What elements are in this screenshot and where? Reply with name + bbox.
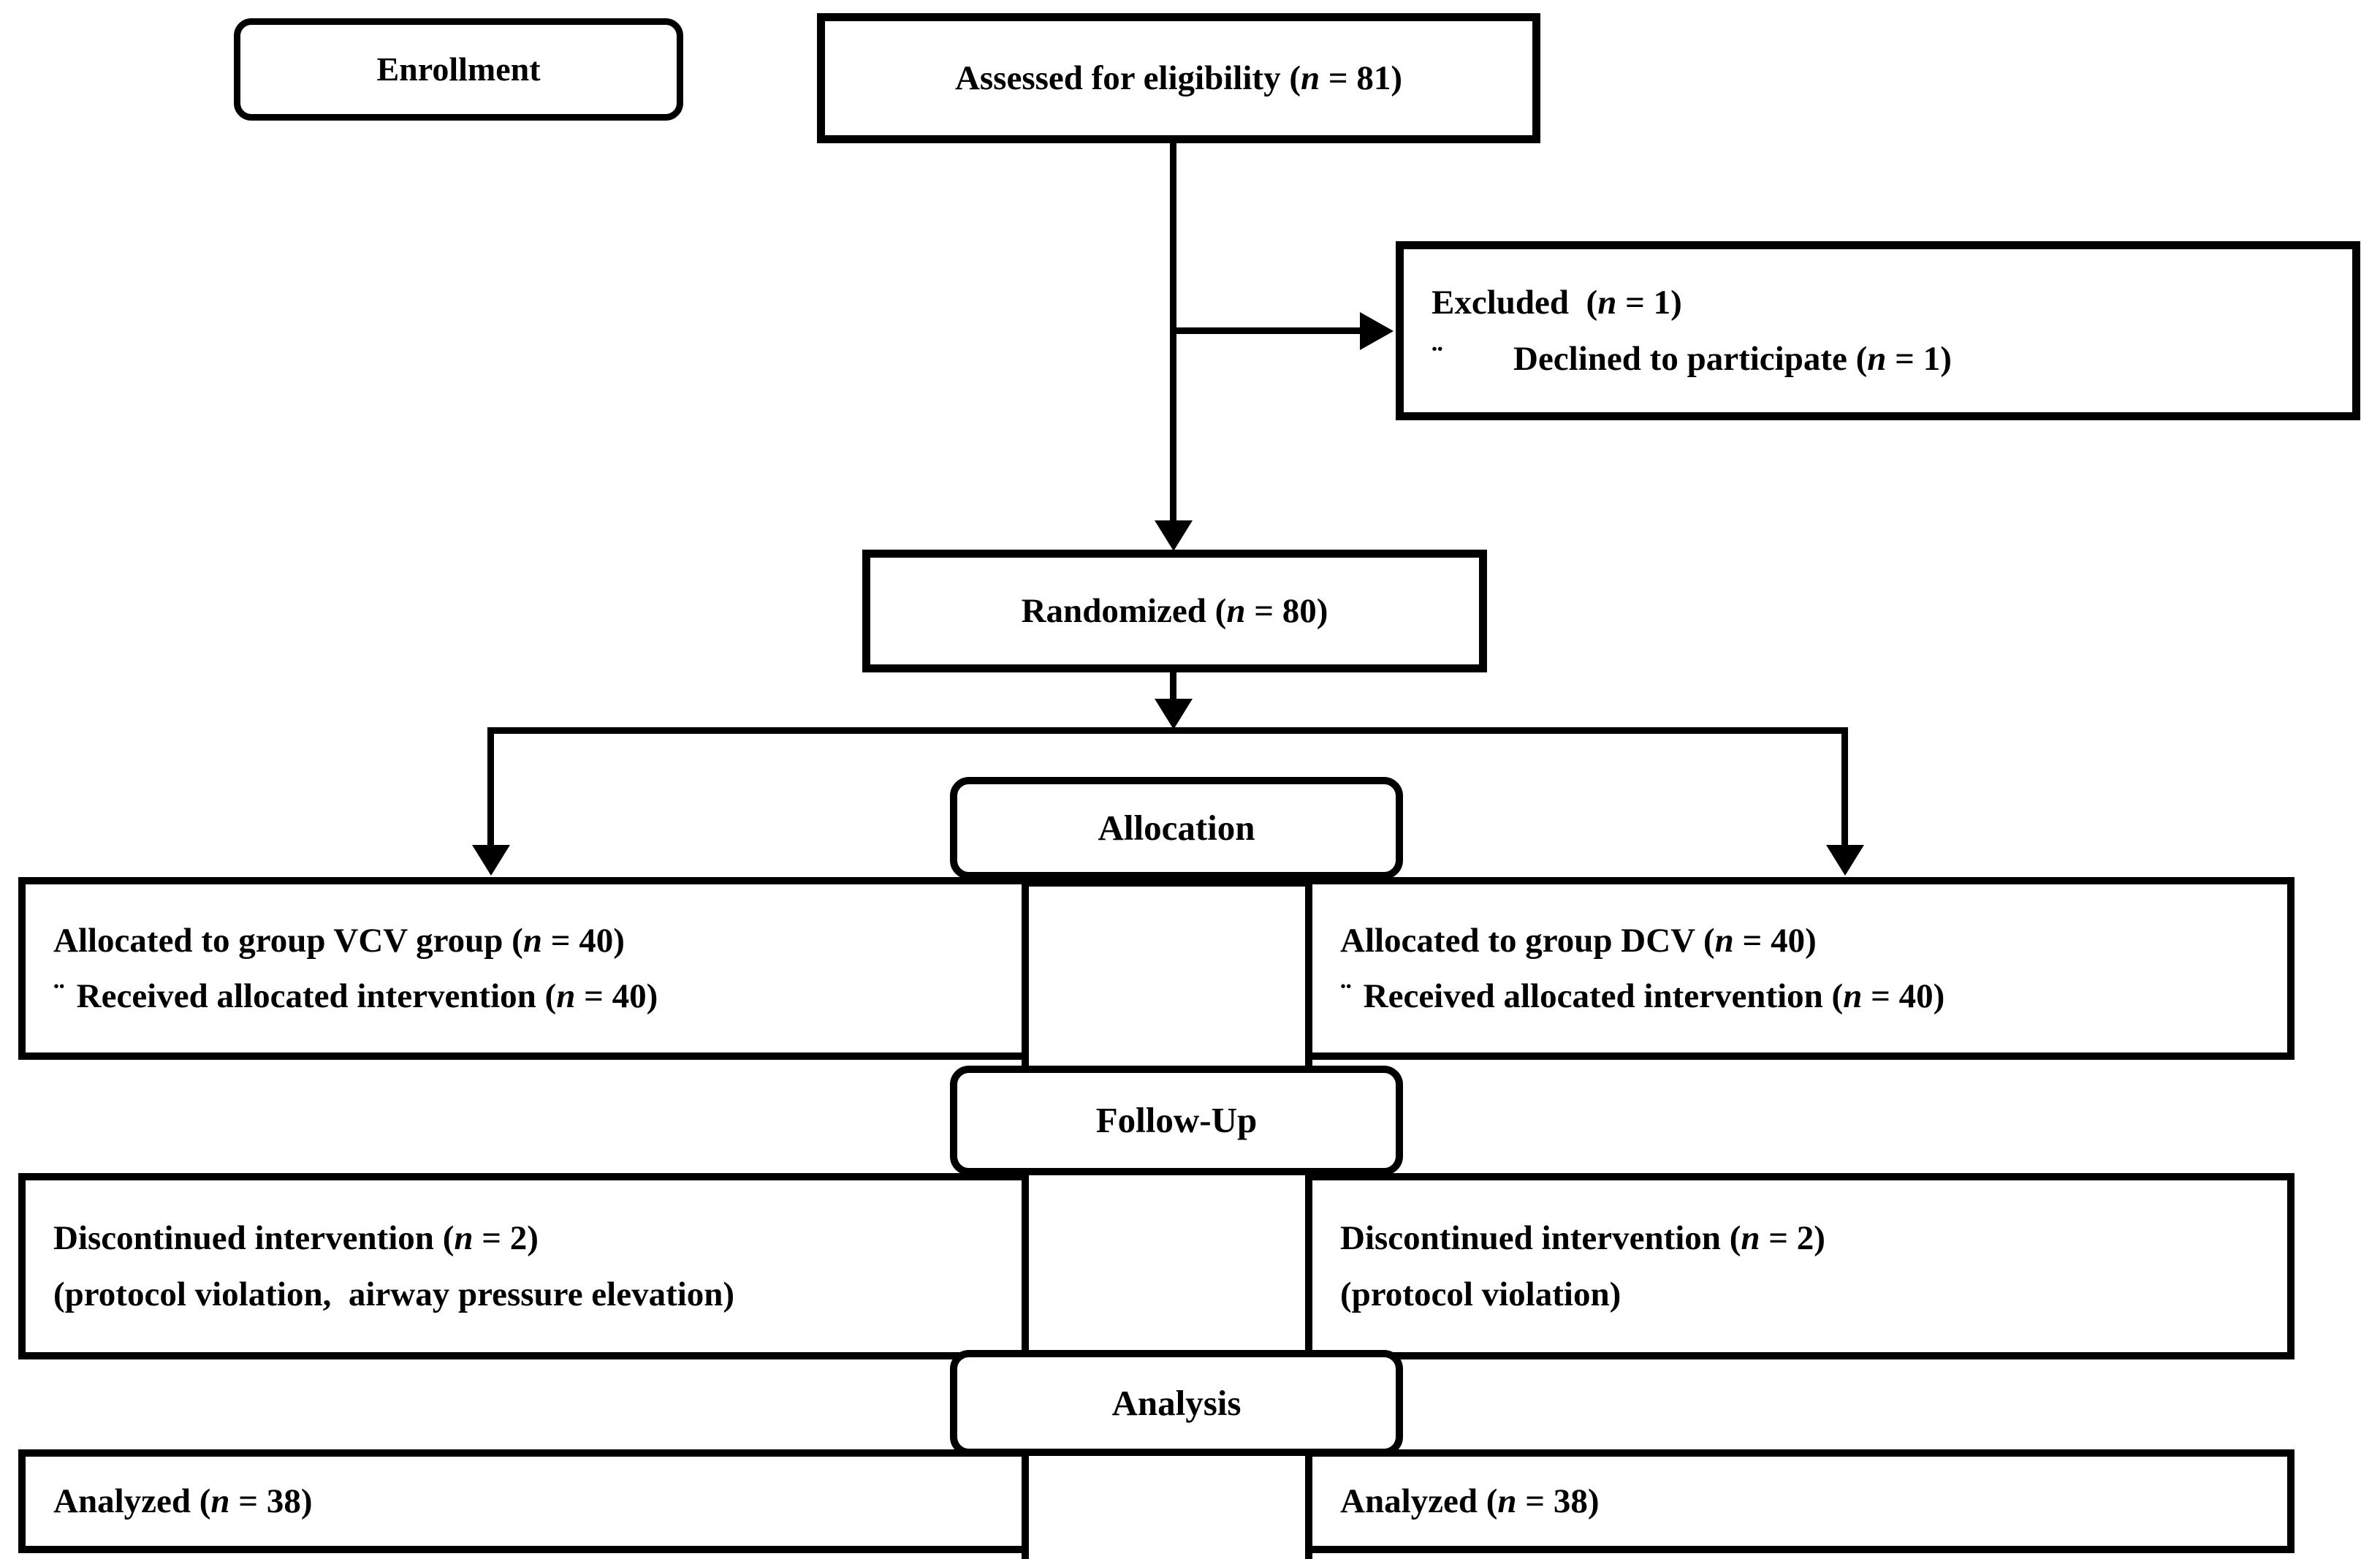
arrowhead-right-excluded-icon xyxy=(1360,312,1394,350)
analysis-stage-label: Analysis xyxy=(950,1350,1403,1456)
dcv-allocated-line1: Allocated to group DCV (n = 40) xyxy=(1340,921,1817,960)
connector-randomized-to-split xyxy=(1170,672,1176,703)
enrollment-stage-box: Enrollment xyxy=(234,18,683,121)
allocation-stage-label: Allocation xyxy=(950,777,1403,879)
enrollment-label: Enrollment xyxy=(376,50,541,88)
bullet-icon: ¨ xyxy=(1340,977,1352,1015)
arrowhead-down-right-group-icon xyxy=(1826,845,1864,876)
analysis-stage-text: Analysis xyxy=(1111,1382,1242,1423)
arrowhead-down-randomized-icon xyxy=(1155,520,1193,551)
bullet-icon: ¨ xyxy=(1432,339,1443,378)
vcv-allocated-line1: Allocated to group VCV group (n = 40) xyxy=(53,921,625,960)
dcv-analyzed-box: Analyzed (n = 38) xyxy=(1305,1449,2295,1553)
excluded-reason-line: ¨ Declined to participate (n = 1) xyxy=(1432,331,2341,387)
excluded-title: Excluded (n = 1) xyxy=(1432,284,1682,322)
vcv-discontinued-line2: (protocol violation, airway pressure ele… xyxy=(53,1275,735,1313)
connector-branch-to-excluded xyxy=(1173,327,1361,334)
vcv-discontinued-box: Discontinued intervention (n = 2) (proto… xyxy=(18,1173,1029,1359)
dcv-allocated-box: Allocated to group DCV (n = 40) ¨ Receive… xyxy=(1305,877,2295,1060)
connector-split-line xyxy=(487,727,1848,734)
followup-stage-label: Follow-Up xyxy=(950,1066,1403,1175)
excluded-reason: Declined to participate (n = 1) xyxy=(1513,339,1952,378)
excluded-box: Excluded (n = 1) ¨ Declined to participat… xyxy=(1396,241,2360,420)
dcv-allocated-line2: Received allocated intervention (n = 40) xyxy=(1363,977,1945,1015)
bullet-icon: ¨ xyxy=(53,977,65,1015)
dcv-allocated-line2-row: ¨ Received allocated intervention (n = 40… xyxy=(1340,968,2276,1024)
randomized-box: Randomized (n = 80) xyxy=(862,550,1487,672)
assessed-for-eligibility-box: Assessed for eligibility (n = 81) xyxy=(817,13,1540,143)
dcv-analyzed-text: Analyzed (n = 38) xyxy=(1340,1482,1600,1520)
center-spine-channel xyxy=(1022,879,1312,1559)
arrowhead-down-left-group-icon xyxy=(472,845,510,876)
followup-stage-text: Follow-Up xyxy=(1095,1100,1258,1141)
vcv-analyzed-box: Analyzed (n = 38) xyxy=(18,1449,1029,1553)
vcv-analyzed-text: Analyzed (n = 38) xyxy=(53,1482,313,1520)
arrowhead-down-split-icon xyxy=(1155,699,1193,729)
randomized-text: Randomized (n = 80) xyxy=(1021,591,1328,630)
vcv-discontinued-line1: Discontinued intervention (n = 2) xyxy=(53,1219,539,1258)
connector-drop-right xyxy=(1841,727,1848,846)
assessed-text: Assessed for eligibility (n = 81) xyxy=(954,58,1403,97)
dcv-discontinued-line1: Discontinued intervention (n = 2) xyxy=(1340,1219,1825,1258)
vcv-allocated-line2-row: ¨ Received allocated intervention (n = 40… xyxy=(53,968,1010,1024)
connector-drop-left xyxy=(487,727,494,846)
dcv-discontinued-line2: (protocol violation) xyxy=(1340,1275,1621,1313)
vcv-allocated-line2: Received allocated intervention (n = 40) xyxy=(76,977,658,1015)
dcv-discontinued-box: Discontinued intervention (n = 2) (proto… xyxy=(1305,1173,2295,1359)
allocation-stage-text: Allocation xyxy=(1098,808,1255,849)
vcv-allocated-box: Allocated to group VCV group (n = 40) ¨ R… xyxy=(18,877,1029,1060)
